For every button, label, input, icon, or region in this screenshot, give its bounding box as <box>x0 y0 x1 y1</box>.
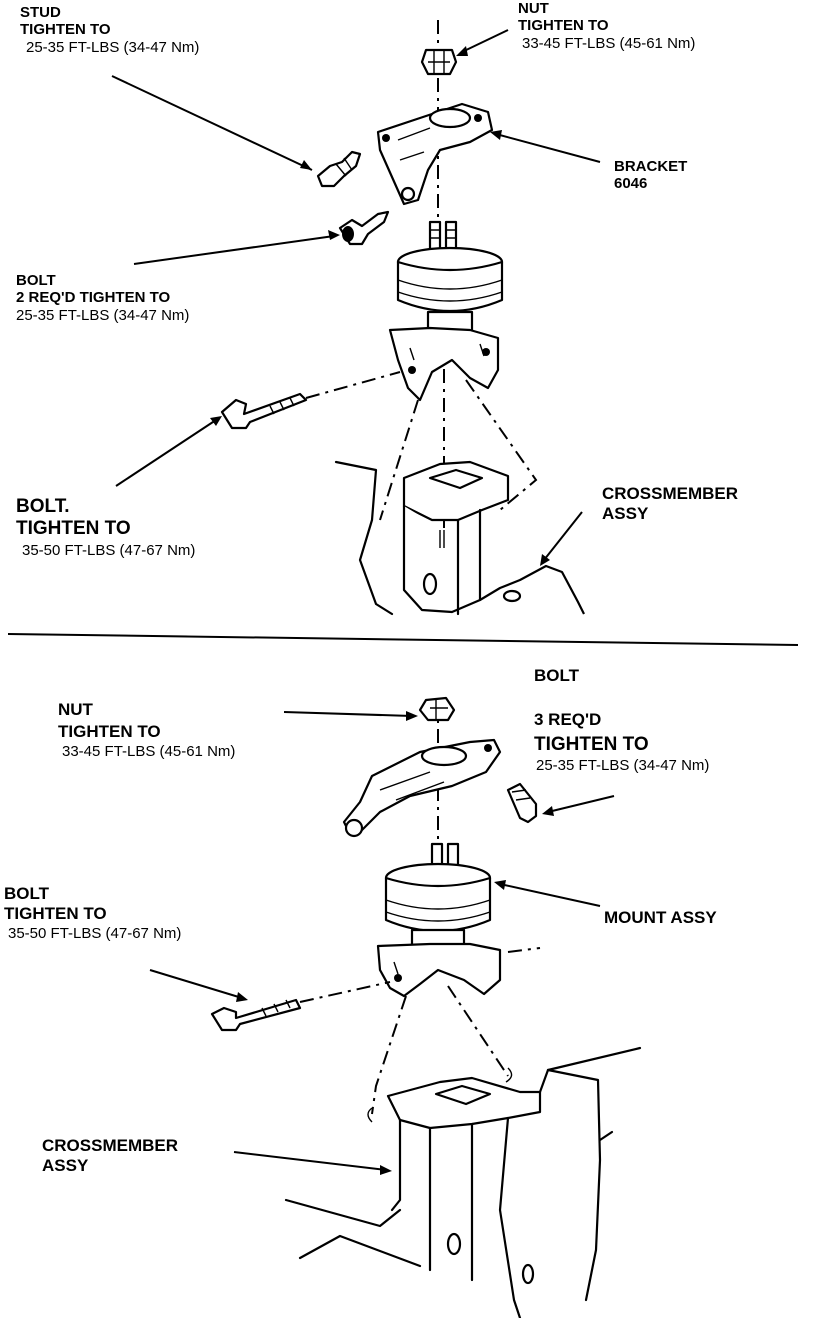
bottom-nut-instruction: TIGHTEN TO <box>58 721 161 741</box>
bottom-leaders <box>149 711 615 1175</box>
top-stud-spec: 25-35 FT-LBS (34-47 Nm) <box>26 38 200 56</box>
top-nut-callout: NUT TIGHTEN TO 33-45 FT-LBS (45-61 Nm) <box>518 0 695 52</box>
bottom-side-axis <box>507 947 541 953</box>
bottom-large-bolt-callout: BOLT TIGHTEN TO 35-50 FT-LBS (47-67 Nm) <box>4 884 181 942</box>
bottom-diagram <box>149 696 642 1318</box>
top-crossmember-subtitle: ASSY <box>602 503 649 523</box>
bottom-bracket-bolt-qty: 3 REQ'D <box>534 710 602 729</box>
top-stud-instruction: TIGHTEN TO <box>20 21 111 39</box>
bottom-bracket-bolt <box>506 782 538 824</box>
bottom-crossmember-callout: CROSSMEMBER ASSY <box>42 1136 178 1175</box>
top-stud-title: STUD <box>20 4 61 21</box>
bottom-crossmember <box>284 1046 642 1318</box>
bottom-bolt-callout-title: BOLT <box>534 666 579 686</box>
top-large-bolt-callout: BOLT. TIGHTEN TO 35-50 FT-LBS (47-67 Nm) <box>16 496 195 559</box>
bottom-mount-callout: MOUNT ASSY <box>604 908 717 928</box>
bottom-mount-assy <box>384 862 492 955</box>
top-bracket-title: BRACKET <box>614 158 688 175</box>
top-guide-left <box>379 399 419 521</box>
bottom-large-bolt-title: BOLT <box>4 884 50 903</box>
section-divider <box>7 633 799 646</box>
bottom-crossmember-title: CROSSMEMBER <box>42 1136 179 1155</box>
top-guide-right <box>465 379 538 511</box>
top-leaders <box>111 29 601 566</box>
top-nut-title: NUT <box>518 0 549 17</box>
bottom-bracket <box>342 738 502 838</box>
bottom-bolt-title: BOLT <box>534 666 580 685</box>
bottom-nut-spec: 33-45 FT-LBS (45-61 Nm) <box>62 743 236 761</box>
top-nut <box>420 48 458 76</box>
bottom-guide-right <box>447 985 509 1077</box>
top-mount-assy <box>396 246 504 337</box>
bottom-support-bracket <box>376 942 502 998</box>
top-small-bolt-callout: BOLT 2 REQ'D TIGHTEN TO 25-35 FT-LBS (34… <box>16 272 189 324</box>
top-crossmember <box>334 460 585 616</box>
bottom-crossmember-subtitle: ASSY <box>42 1155 89 1175</box>
top-stud <box>316 150 362 188</box>
top-support-bracket <box>388 326 500 402</box>
top-small-bolt-instruction: 2 REQ'D TIGHTEN TO <box>16 289 171 307</box>
bottom-nut-callout: NUT TIGHTEN TO 33-45 FT-LBS (45-61 Nm) <box>58 700 235 760</box>
top-stud-callout: STUD TIGHTEN TO 25-35 FT-LBS (34-47 Nm) <box>20 4 199 56</box>
bottom-guide-left <box>371 995 407 1115</box>
bottom-bolt-axis <box>299 981 391 1003</box>
top-bracket <box>376 102 494 206</box>
top-bracket-number: 6046 <box>614 175 648 193</box>
bottom-bracket-bolt-instruction: TIGHTEN TO <box>534 733 649 755</box>
bottom-mount-title: MOUNT ASSY <box>604 908 717 927</box>
top-crossmember-callout: CROSSMEMBER ASSY <box>602 484 738 523</box>
top-crossmember-title: CROSSMEMBER <box>602 484 739 503</box>
bottom-nut <box>418 696 456 722</box>
bottom-bracket-bolt-callout: 3 REQ'D TIGHTEN TO 25-35 FT-LBS (34-47 N… <box>534 710 709 775</box>
bottom-nut-title: NUT <box>58 700 93 719</box>
top-small-bolt-spec: 25-35 FT-LBS (34-47 Nm) <box>16 306 190 324</box>
top-small-bolt <box>338 210 390 246</box>
bottom-large-bolt <box>210 998 302 1032</box>
top-diagram <box>111 20 601 616</box>
top-large-bolt-instruction: TIGHTEN TO <box>16 517 131 539</box>
top-nut-instruction: TIGHTEN TO <box>518 17 609 35</box>
bottom-large-bolt-instruction: TIGHTEN TO <box>4 903 107 923</box>
top-large-bolt-spec: 35-50 FT-LBS (47-67 Nm) <box>22 541 196 559</box>
bottom-large-bolt-spec: 35-50 FT-LBS (47-67 Nm) <box>8 925 182 943</box>
top-nut-spec: 33-45 FT-LBS (45-61 Nm) <box>522 34 696 52</box>
bottom-bracket-bolt-spec: 25-35 FT-LBS (34-47 Nm) <box>536 757 710 775</box>
top-bolt-axis <box>305 371 401 399</box>
top-large-bolt <box>220 392 308 430</box>
top-bracket-callout: BRACKET 6046 <box>614 158 687 193</box>
top-small-bolt-title: BOLT <box>16 272 56 289</box>
top-large-bolt-title: BOLT. <box>16 496 70 517</box>
